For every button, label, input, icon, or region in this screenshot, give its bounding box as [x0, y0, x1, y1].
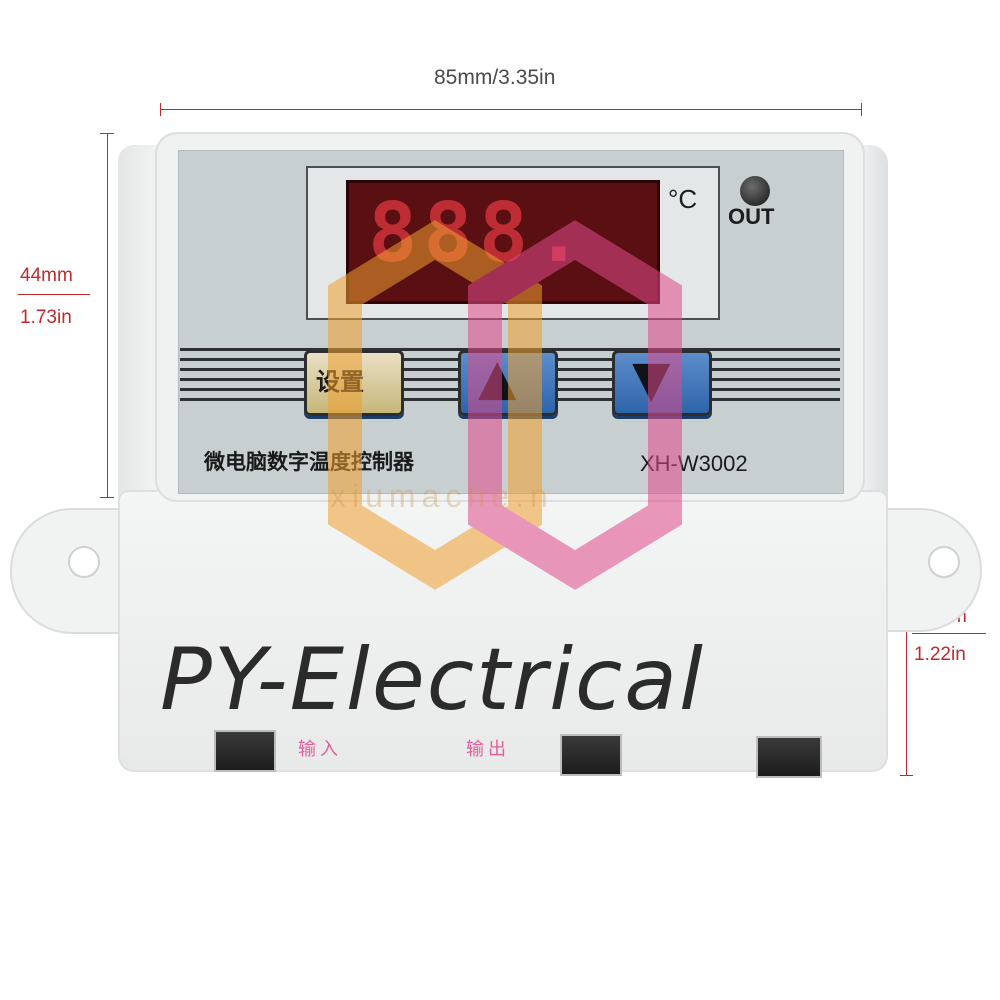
mounting-hole-right [928, 546, 960, 578]
celsius-unit: °C [668, 184, 698, 214]
height-mm-label: 44mm [20, 265, 73, 286]
width-dimension-line [160, 109, 862, 110]
height-in-label: 1.73in [20, 307, 72, 328]
terminal-input-label: 输入 [298, 739, 342, 760]
depth-in-label: 1.22in [914, 644, 966, 665]
terminal-input [214, 730, 276, 772]
brand-text: PY-Electrical [160, 630, 705, 730]
width-dimension-tick-right [861, 103, 862, 116]
width-dimension-tick-left [160, 103, 161, 116]
housing-side-left [118, 145, 158, 505]
mounting-hole-left [68, 546, 100, 578]
output-indicator-led [740, 176, 770, 206]
depth-label-divider [912, 633, 986, 634]
watermark-logo [328, 220, 682, 590]
height-dimension-tick-bottom [100, 497, 114, 498]
depth-dimension-line [906, 508, 907, 776]
height-label-divider [18, 294, 90, 295]
terminal-output [560, 734, 622, 776]
height-dimension-tick-top [100, 133, 114, 134]
product-name: 微电脑数字温度控制器 [204, 450, 414, 474]
output-indicator-label: OUT [728, 204, 775, 229]
depth-dimension-tick-bottom [900, 775, 913, 776]
terminal-aux [756, 736, 822, 778]
terminal-output-label: 输出 [466, 739, 510, 760]
housing-side-right [862, 145, 888, 505]
watermark-text: xiumache.n [330, 478, 554, 514]
width-dimension-label: 85mm/3.35in [434, 66, 556, 89]
height-dimension-line [107, 133, 108, 498]
